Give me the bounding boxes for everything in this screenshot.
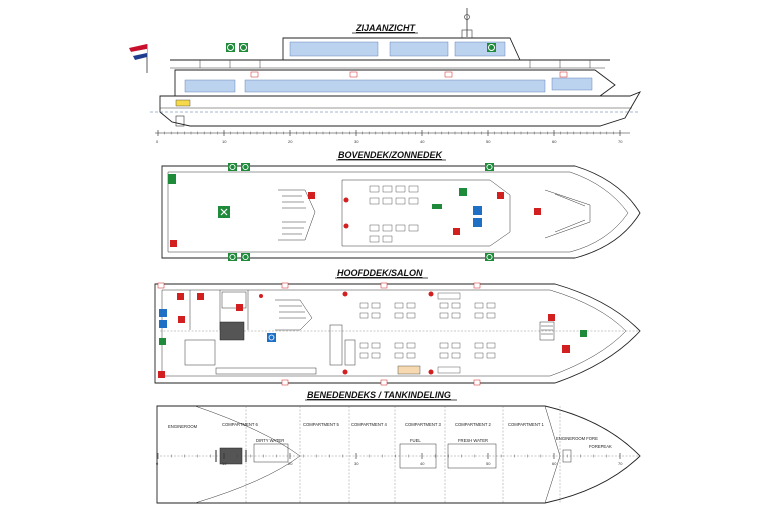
life-ring-icon xyxy=(487,43,496,52)
ruler-tick-label: 10 xyxy=(222,461,227,466)
life-ring-icon xyxy=(226,43,235,52)
ruler-tick-label: 10 xyxy=(222,139,227,144)
ruler-tick-label: 70 xyxy=(618,461,623,466)
compartment-label: FOREPEAK xyxy=(589,444,612,449)
main-deck: HOOFDDEK/SALON xyxy=(154,268,641,386)
life-ring-icon xyxy=(228,163,494,261)
compartment-label: COMPARTMENT 4 xyxy=(351,422,388,427)
emergency-exit-icon xyxy=(250,71,568,78)
lower-ruler: 0 10 20 30 40 50 60 70 xyxy=(156,453,623,466)
ruler-tick-label: 30 xyxy=(354,461,359,466)
ruler-tick-label: 0 xyxy=(156,461,159,466)
upper-deck: BOVENDEK/ZONNEDEK xyxy=(161,150,641,261)
compartment-label: COMPARTMENT 3 xyxy=(405,422,442,427)
compartment-label: ENGINEROOM xyxy=(168,424,198,429)
compartment-label: COMPARTMENT 2 xyxy=(455,422,492,427)
ruler-tick-label: 30 xyxy=(354,139,359,144)
ruler-tick-label: 60 xyxy=(552,461,557,466)
first-aid-icon xyxy=(159,309,587,345)
ruler-tick-label: 50 xyxy=(486,461,491,466)
ruler-tick-label: 0 xyxy=(156,139,159,144)
compartment-label: COMPARTMENT 6 xyxy=(222,422,259,427)
side-ruler: 0 10 20 30 40 50 60 70 xyxy=(155,130,630,144)
ruler-tick-label: 70 xyxy=(618,139,623,144)
tank-label: FUEL xyxy=(410,438,421,443)
ruler-tick-label: 50 xyxy=(486,139,491,144)
compartment-label: COMPARTMENT 5 xyxy=(303,422,340,427)
ruler-tick-label: 40 xyxy=(420,139,425,144)
lower-deck-title: BENEDENDEKS / TANKINDELING xyxy=(307,390,451,400)
tank-label: FRESH WATER xyxy=(458,438,488,443)
side-view-title: ZIJAANZICHT xyxy=(355,23,416,33)
ruler-tick-label: 20 xyxy=(288,461,293,466)
compartment-label: COMPARTMENT 1 xyxy=(508,422,545,427)
lower-deck: BENEDENDEKS / TANKINDELING ENGINEROOM CO… xyxy=(156,390,641,504)
upper-deck-title: BOVENDEK/ZONNEDEK xyxy=(338,150,444,160)
life-ring-icon xyxy=(239,43,248,52)
emergency-exit-icon xyxy=(157,282,481,386)
ruler-tick-label: 60 xyxy=(552,139,557,144)
fire-extinguisher-icon xyxy=(158,291,570,378)
ruler-tick-label: 20 xyxy=(288,139,293,144)
fire-extinguisher-icon xyxy=(170,192,541,247)
ruler-tick-label: 40 xyxy=(420,461,425,466)
dutch-flag-icon xyxy=(129,44,148,73)
first-aid-icon xyxy=(168,174,482,227)
wheelchair-icon xyxy=(267,333,276,342)
tank-label: DIRTY WATER xyxy=(256,438,284,443)
main-deck-title: HOOFDDEK/SALON xyxy=(337,268,423,278)
side-view: ZIJAANZICHT xyxy=(129,8,642,127)
compartment-label: ENGINEROOM FORE xyxy=(556,436,598,441)
